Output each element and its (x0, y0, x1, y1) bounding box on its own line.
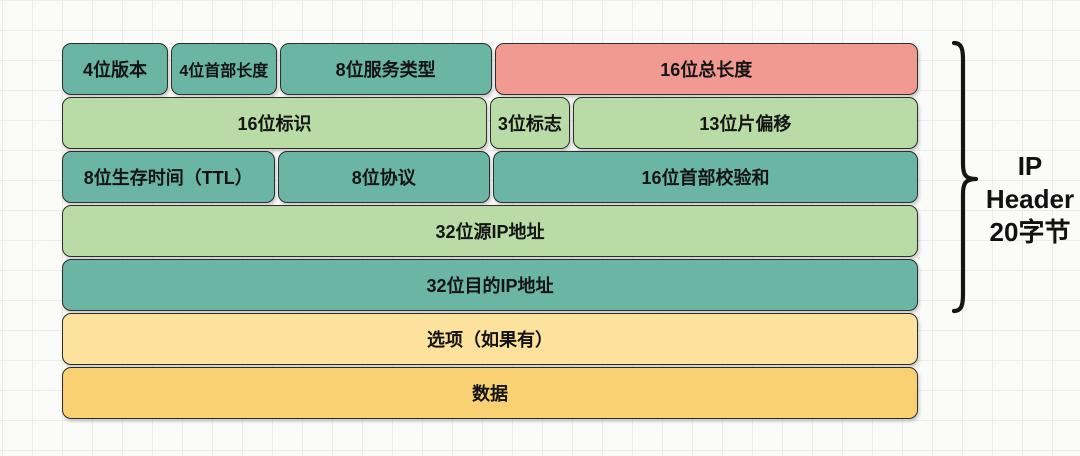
field-header-length: 4位首部长度 (170, 43, 277, 95)
field-data: 数据 (62, 367, 918, 419)
field-total-length: 16位总长度 (494, 43, 919, 95)
row-data: 数据 (62, 367, 918, 419)
brace-label-line-2: Header (985, 184, 1075, 214)
row-word-3: 8位生存时间（TTL） 8位协议 16位首部校验和 (62, 151, 918, 203)
brace-label: IP Header 20字节 (978, 150, 1080, 249)
field-source-ip: 32位源IP地址 (62, 205, 918, 257)
row-word-5: 32位目的IP地址 (62, 259, 918, 311)
ip-header-diagram: 4位版本 4位首部长度 8位服务类型 16位总长度 16位标识 3位标志 13位… (62, 43, 919, 419)
field-service-type: 8位服务类型 (279, 43, 492, 95)
field-ttl: 8位生存时间（TTL） (62, 151, 275, 203)
field-version: 4位版本 (62, 43, 168, 95)
row-options: 选项（如果有） (62, 313, 918, 365)
field-flags: 3位标志 (490, 97, 570, 149)
field-identification: 16位标识 (62, 97, 487, 149)
row-word-2: 16位标识 3位标志 13位片偏移 (62, 97, 919, 149)
row-word-1: 4位版本 4位首部长度 8位服务类型 16位总长度 (62, 43, 919, 95)
brace-label-line-3: 20字节 (989, 217, 1071, 247)
field-protocol: 8位协议 (277, 151, 490, 203)
curly-brace-icon (951, 40, 979, 314)
field-destination-ip: 32位目的IP地址 (62, 259, 918, 311)
field-header-checksum: 16位首部校验和 (493, 151, 918, 203)
row-word-4: 32位源IP地址 (62, 205, 918, 257)
brace-label-line-1: IP (1017, 151, 1043, 181)
field-options: 选项（如果有） (62, 313, 918, 365)
field-fragment-offset: 13位片偏移 (572, 97, 919, 149)
